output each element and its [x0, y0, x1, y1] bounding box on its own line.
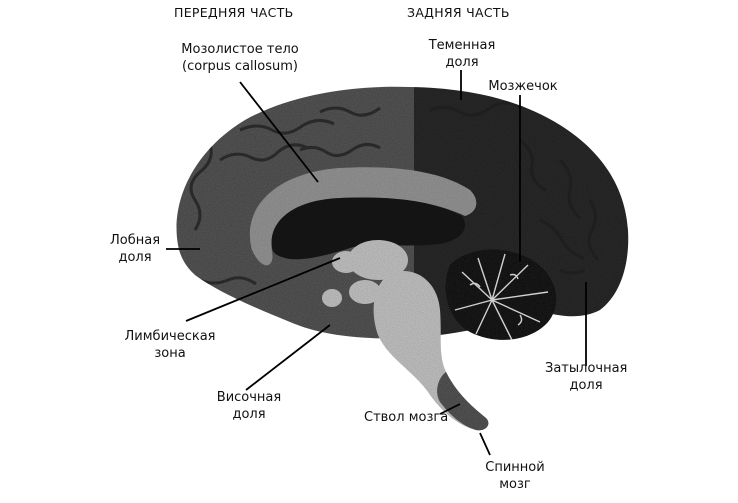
- limbic-structures: [322, 240, 408, 307]
- back-header: ЗАДНЯЯ ЧАСТЬ: [407, 5, 510, 20]
- label-spinal-cord: Спинной мозг: [482, 459, 548, 493]
- label-brainstem-line1: Ствол мозга: [364, 410, 449, 425]
- label-limbic: Лимбическая зона: [122, 328, 218, 362]
- label-limbic-line1: Лимбическая: [124, 329, 216, 344]
- leader-lines: [166, 70, 587, 456]
- label-corpus-callosum-line2: (corpus callosum): [182, 59, 298, 74]
- label-limbic-line2: зона: [154, 346, 186, 361]
- leader-temporal: [245, 324, 331, 391]
- label-parietal-line1: Теменная: [428, 38, 496, 53]
- label-cerebellum-line1: Мозжечок: [488, 79, 558, 94]
- label-corpus-callosum-line1: Мозолистое тело: [181, 42, 299, 57]
- leader-spinal: [479, 432, 491, 456]
- label-temporal-line1: Височная: [216, 390, 282, 405]
- brainstem-shape: [373, 270, 489, 431]
- cingulate-ring: [249, 167, 477, 266]
- label-frontal-line2: доля: [118, 250, 152, 265]
- label-frontal: Лобная доля: [110, 232, 160, 266]
- leader-brainstem: [439, 403, 461, 415]
- label-spinal-cord-line1: Спинной: [485, 460, 545, 475]
- label-temporal-line2: доля: [232, 407, 266, 422]
- label-occipital-line1: Затылочная: [545, 361, 628, 376]
- label-occipital: Затылочная доля: [545, 360, 627, 394]
- leader-limbic: [185, 257, 341, 322]
- cerebellum-shape: [445, 249, 557, 341]
- front-header: ПЕРЕДНЯЯ ЧАСТЬ: [174, 5, 294, 20]
- label-parietal: Теменная доля: [420, 37, 504, 71]
- label-temporal: Височная доля: [212, 389, 286, 423]
- label-frontal-line1: Лобная: [110, 233, 161, 248]
- label-cerebellum: Мозжечок: [486, 78, 560, 95]
- label-brainstem: Ствол мозга: [364, 409, 449, 426]
- leader-corpus-callosum: [239, 81, 319, 183]
- label-corpus-callosum: Мозолистое тело (corpus callosum): [180, 41, 300, 75]
- ventricle-region: [271, 197, 466, 260]
- label-occipital-line2: доля: [569, 378, 603, 393]
- label-parietal-line2: доля: [445, 55, 479, 70]
- gyri-pattern: [189, 101, 600, 286]
- spinal-cord-shape: [437, 372, 489, 431]
- label-spinal-cord-line2: мозг: [499, 477, 531, 492]
